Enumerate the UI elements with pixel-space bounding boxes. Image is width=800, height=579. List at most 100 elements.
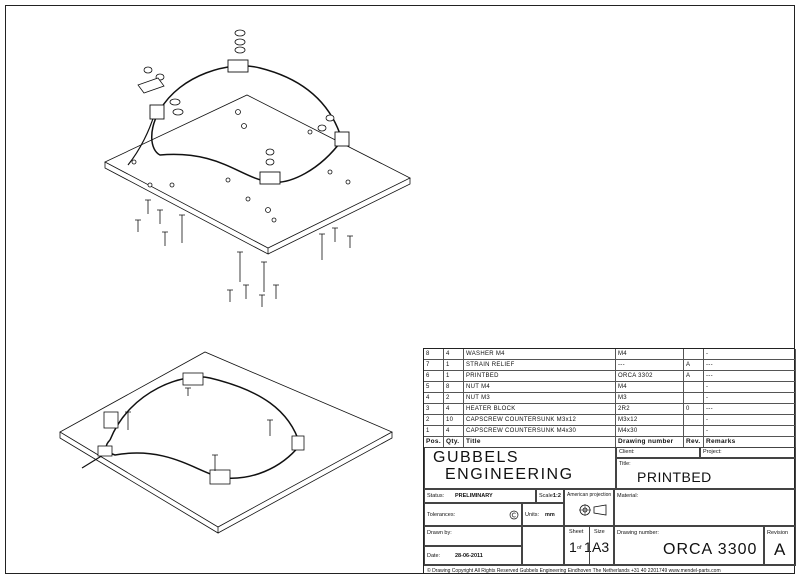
bom-header-drawing: Drawing number [616, 437, 684, 447]
bom-header-title: Title [464, 437, 616, 447]
scale-value: 1:2 [553, 493, 561, 499]
bom-cell-rev: A [684, 360, 704, 370]
bom-cell-drawing: M4 [616, 349, 684, 359]
bom-cell-remarks: - [704, 349, 796, 359]
bom-cell-pos: 2 [424, 415, 444, 425]
bom-cell-qty: 4 [444, 404, 464, 414]
sheet-label: Sheet [569, 529, 584, 535]
bom-cell-drawing: 2R2 [616, 404, 684, 414]
bom-header-rev: Rev. [684, 437, 704, 447]
drawing-number-box: Drawing number: ORCA 3300 [614, 526, 764, 565]
projection-symbol-icon [579, 504, 607, 516]
bom-cell-pos: 7 [424, 360, 444, 370]
bom-cell-remarks: --- [704, 360, 796, 370]
bom-cell-rev [684, 393, 704, 403]
revision-value: A [774, 540, 786, 559]
bom-cell-title: NUT M3 [464, 393, 616, 403]
status-label: Status: [427, 493, 445, 499]
bom-cell-title: CAPSCREW COUNTERSUNK M4x30 [464, 426, 616, 436]
sheet-border [5, 5, 795, 574]
projection-label: American projection [567, 492, 612, 498]
project-label: Project: [703, 449, 722, 455]
bom-cell-remarks: --- [704, 404, 796, 414]
material-box: Material: [614, 489, 796, 526]
units-label: Units: [525, 512, 540, 518]
bom-cell-drawing: M4 [616, 382, 684, 392]
bom-cell-drawing: M3x12 [616, 415, 684, 425]
company-name-line2: ENGINEERING [445, 466, 574, 483]
bom-cell-rev [684, 349, 704, 359]
date-label: Date: [427, 553, 441, 559]
drawing-title: PRINTBED [637, 469, 712, 485]
bom-cell-rev [684, 426, 704, 436]
bom-cell-pos: 4 [424, 393, 444, 403]
bom-cell-pos: 3 [424, 404, 444, 414]
units-value: mm [545, 512, 555, 518]
bom-header-remarks: Remarks [704, 437, 796, 447]
bom-cell-drawing: M3 [616, 393, 684, 403]
material-label: Material: [617, 493, 639, 499]
company-box: GUBBELS ENGINEERING [424, 447, 616, 489]
bom-cell-rev: A [684, 371, 704, 381]
project-box: Project: [700, 447, 796, 458]
bom-cell-pos: 6 [424, 371, 444, 381]
bom-cell-title: NUT M4 [464, 382, 616, 392]
bom-cell-rev [684, 415, 704, 425]
bom-cell-qty: 1 [444, 360, 464, 370]
size-box: Size A3 [589, 526, 614, 565]
drawing-number-value: ORCA 3300 [663, 541, 758, 558]
blank-box [522, 526, 564, 565]
bom-cell-title: PRINTBED [464, 371, 616, 381]
bom-cell-rev [684, 382, 704, 392]
date-box: Date: 28-06-2011 [424, 546, 522, 565]
bom-cell-remarks: - [704, 382, 796, 392]
units-box: Units: mm [522, 503, 564, 526]
bom-cell-title: WASHER M4 [464, 349, 616, 359]
size-value: A3 [592, 539, 610, 555]
copyright-circle-icon [509, 510, 519, 520]
revision-label: Revision [767, 530, 789, 536]
bom-cell-qty: 10 [444, 415, 464, 425]
bom-cell-qty: 4 [444, 426, 464, 436]
bom-cell-remarks: - [704, 426, 796, 436]
title-label: Title: [619, 461, 631, 467]
status-box: Status: PRELIMINARY [424, 489, 536, 503]
bom-cell-qty: 8 [444, 382, 464, 392]
company-name-line1: GUBBELS [433, 449, 520, 466]
assembled-view [59, 351, 393, 534]
sheet-total: 1 [584, 539, 592, 555]
copyright-line: © Drawing Copyright All Rights Reserved … [424, 565, 796, 575]
projection-box: American projection [564, 489, 614, 526]
tolerances-label: Tolerances: [427, 512, 456, 518]
bom-cell-remarks: --- [704, 371, 796, 381]
status-value: PRELIMINARY [455, 493, 493, 499]
scale-box: Scale: 1:2 [536, 489, 564, 503]
bom-cell-rev: 0 [684, 404, 704, 414]
bom-cell-pos: 8 [424, 349, 444, 359]
drawing-title-box: Title: PRINTBED [616, 458, 796, 489]
bom-cell-drawing: --- [616, 360, 684, 370]
bom-cell-qty: 2 [444, 393, 464, 403]
client-box: Client: [616, 447, 700, 458]
bom-cell-title: STRAIN RELIEF [464, 360, 616, 370]
drawn-by-box: Drawn by: [424, 526, 522, 546]
bom-cell-drawing: ORCA 3302 [616, 371, 684, 381]
tolerances-box: Tolerances: [424, 503, 522, 526]
bom-cell-remarks: - [704, 415, 796, 425]
date-value: 28-06-2011 [455, 553, 483, 559]
bom-header-qty: Qty. [444, 437, 464, 447]
bom-cell-remarks: - [704, 393, 796, 403]
drawing-number-label: Drawing number: [617, 530, 659, 536]
bom-cell-drawing: M4x30 [616, 426, 684, 436]
scale-label: Scale: [539, 493, 555, 499]
bom-cell-pos: 1 [424, 426, 444, 436]
